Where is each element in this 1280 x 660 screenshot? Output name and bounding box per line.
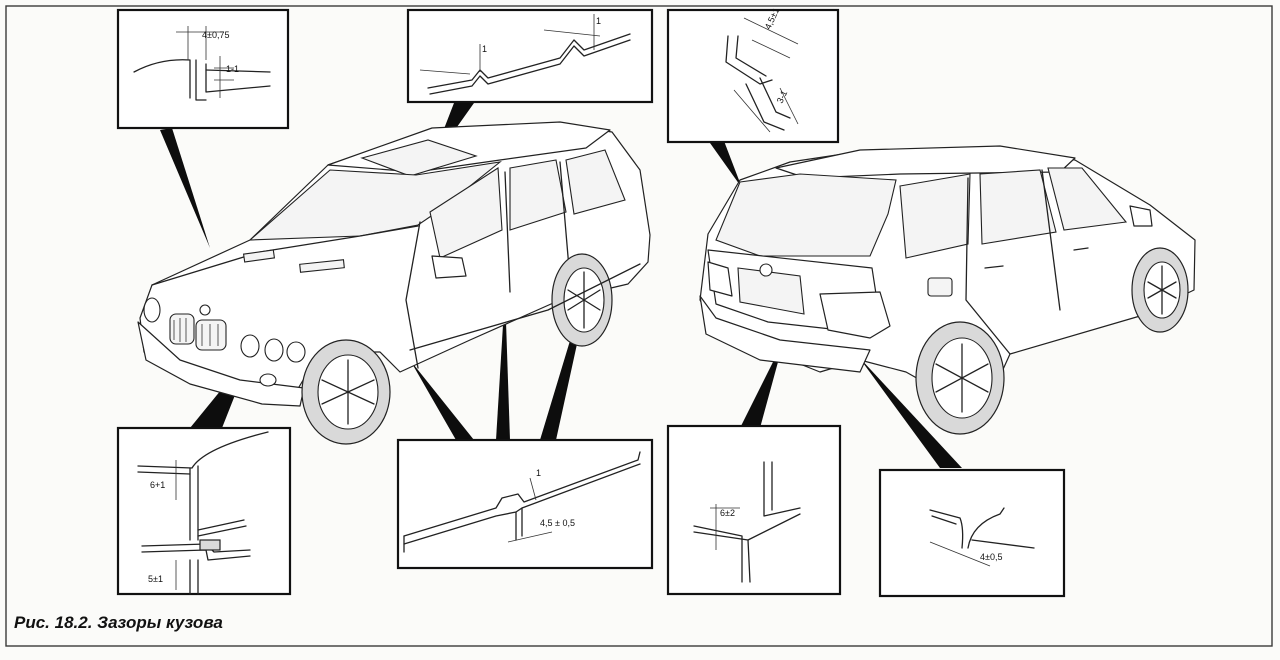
rear-car-drawing — [699, 145, 1196, 435]
detail-roof-door — [406, 8, 654, 104]
front-car-drawing — [137, 121, 651, 445]
dim-bumper-gap: 6±2 — [720, 508, 735, 518]
dim-door-gap: 4,5 ± 0,5 — [540, 518, 575, 528]
detail-side-door — [396, 438, 654, 570]
detail-rear-bumper — [666, 424, 842, 596]
dim-headlight-gap: 6+1 — [150, 480, 165, 490]
detail-tail-lamp — [878, 468, 1066, 598]
dim-hood-flush: 1-1 — [226, 64, 239, 74]
dim-door-flush: 1 — [536, 468, 541, 478]
dim-roof-gap: 1 — [482, 44, 487, 54]
dim-hood-gap: 4±0,75 — [202, 30, 229, 40]
detail-headlight — [116, 426, 292, 596]
detail-tailgate — [666, 8, 840, 144]
detail-hood-fender — [116, 8, 290, 130]
dim-tailgate-flush: 3-1 — [775, 89, 790, 105]
figure-frame — [5, 5, 1273, 647]
dim-headlight-lower: 5±1 — [148, 574, 163, 584]
dim-roof-flush: 1 — [596, 16, 601, 26]
dim-lamp-gap: 4±0,5 — [980, 552, 1002, 562]
figure-caption: Рис. 18.2. Зазоры кузова — [14, 613, 223, 632]
